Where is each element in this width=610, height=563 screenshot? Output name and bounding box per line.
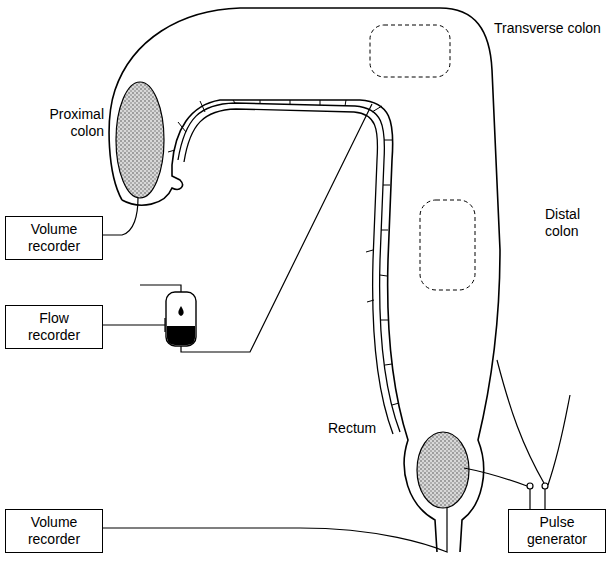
- part-name: Distal colon: [545, 206, 600, 240]
- recorder-box: Flow recorder: [5, 305, 103, 349]
- generator-box: Pulse generator: [508, 509, 606, 553]
- recorder-box: Volume recorder: [5, 216, 103, 260]
- box-label: Pulse generator: [515, 514, 599, 548]
- part-name: Transverse colon: [494, 20, 601, 37]
- box-label: Flow recorder: [12, 310, 96, 344]
- box-label: Volume recorder: [12, 221, 96, 255]
- part-name: Rectum: [328, 420, 376, 437]
- part-name: Proximal colon: [38, 106, 104, 140]
- box-label: Volume recorder: [12, 514, 96, 548]
- recorder-box: Volume recorder: [5, 509, 103, 553]
